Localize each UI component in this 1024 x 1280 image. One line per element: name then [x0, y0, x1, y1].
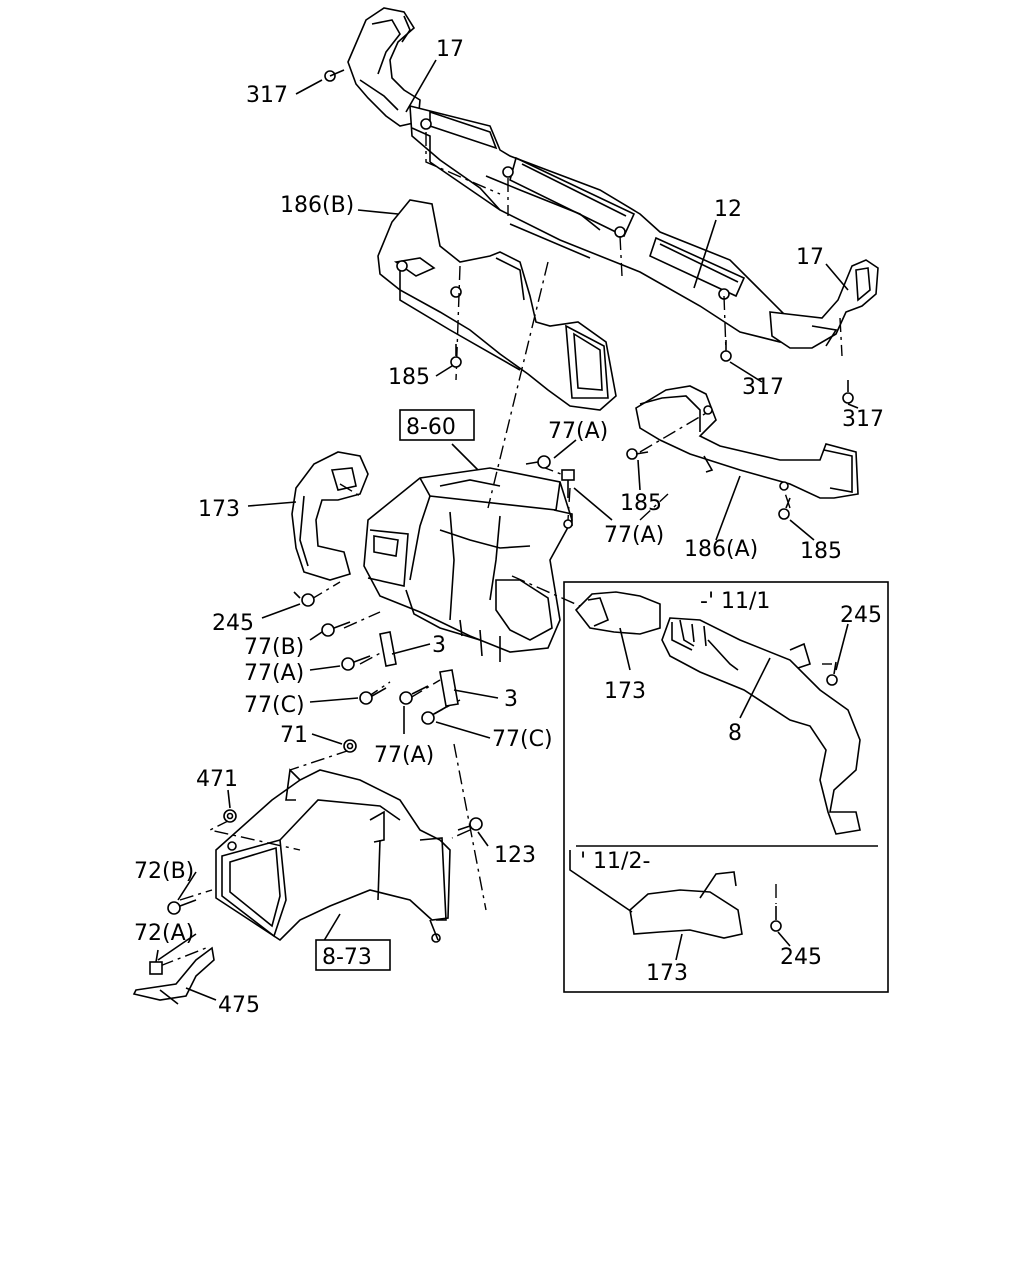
- label-317-mid: 317: [742, 375, 784, 400]
- bolt-77c2: [421, 705, 449, 725]
- bolt-77a4: [399, 685, 429, 705]
- label-185-c: 185: [800, 539, 842, 564]
- ref-box-8-73: [315, 939, 391, 971]
- bracket-3a: [379, 631, 397, 667]
- label-17-left: 17: [436, 37, 464, 62]
- label-77A-4: 77(A): [374, 743, 434, 768]
- bolt-72b: [167, 899, 197, 915]
- leader-lines: [159, 132, 843, 967]
- blower-assembly: [215, 768, 451, 943]
- label-3-bottom: 3: [504, 687, 518, 712]
- label-245-inset-top: 245: [840, 603, 882, 628]
- fasteners: [149, 69, 854, 975]
- bolt-77a2: [561, 469, 575, 498]
- bolt-77c1: [359, 687, 387, 705]
- label-8-73: 8-73: [322, 945, 372, 970]
- inset-duct-173: [574, 591, 661, 635]
- bolt-77b: [321, 621, 351, 637]
- bolt-72a: [149, 949, 163, 975]
- label-475: 475: [218, 993, 260, 1018]
- label-8: 8: [728, 721, 742, 746]
- label-317-right: 317: [842, 407, 884, 432]
- bracket-475: [132, 946, 215, 1005]
- label-17-right: 17: [796, 245, 824, 270]
- screw-123: [457, 817, 483, 831]
- ref-box-8-60: [399, 409, 475, 441]
- bolt-185c: [778, 497, 791, 520]
- bolt-317c: [842, 380, 854, 404]
- label-leaders: [157, 59, 859, 1001]
- label-186B: 186(B): [280, 193, 354, 218]
- label-317-top: 317: [246, 83, 288, 108]
- bolt-77a3: [341, 655, 371, 671]
- bolt-317a: [324, 69, 345, 82]
- label-186A: 186(A): [684, 537, 758, 562]
- duct-186A: [635, 385, 859, 499]
- duct-17-right: [769, 259, 879, 349]
- inset-duct-173-late: [629, 871, 743, 939]
- label-72A: 72(A): [134, 921, 194, 946]
- label-173-inset-bottom: 173: [646, 961, 688, 986]
- duct-186B: [377, 199, 617, 411]
- bolt-77a1: [525, 455, 551, 469]
- bolt-185a: [450, 344, 462, 368]
- heater-unit: [363, 467, 573, 662]
- label-8-60: 8-60: [406, 415, 456, 440]
- duct-173-left: [291, 451, 369, 581]
- label-77B: 77(B): [244, 635, 304, 660]
- label-245-left: 245: [212, 611, 254, 636]
- label-123: 123: [494, 843, 536, 868]
- label-77A-3: 77(A): [244, 661, 304, 686]
- label-inset-range-late: ' 11/2-: [580, 849, 650, 874]
- inset-box: [563, 581, 889, 993]
- bracket-3b: [439, 669, 459, 707]
- bolt-317b: [720, 340, 732, 362]
- label-471: 471: [196, 767, 238, 792]
- label-173-inset-top: 173: [604, 679, 646, 704]
- label-77C-2: 77(C): [492, 727, 553, 752]
- label-3-top: 3: [432, 633, 446, 658]
- nut-71: [343, 739, 357, 753]
- bolt-185b: [626, 448, 649, 460]
- label-245-inset-bottom: 245: [780, 945, 822, 970]
- label-185-b: 185: [620, 491, 662, 516]
- nut-471: [223, 809, 237, 823]
- label-173-left: 173: [198, 497, 240, 522]
- label-12: 12: [714, 197, 742, 222]
- label-185-a: 185: [388, 365, 430, 390]
- label-77A-2: 77(A): [604, 523, 664, 548]
- bolt-245a: [293, 591, 315, 607]
- inset-bolt-245b: [826, 661, 838, 686]
- inset-duct-8: [661, 617, 861, 835]
- label-72B: 72(B): [134, 859, 194, 884]
- duct-17-left: [347, 7, 421, 127]
- label-77A-1: 77(A): [548, 419, 608, 444]
- label-71: 71: [280, 723, 308, 748]
- label-inset-range-early: -' 11/1: [700, 589, 770, 614]
- label-77C-1: 77(C): [244, 693, 305, 718]
- inset-bolt-245c: [770, 906, 782, 932]
